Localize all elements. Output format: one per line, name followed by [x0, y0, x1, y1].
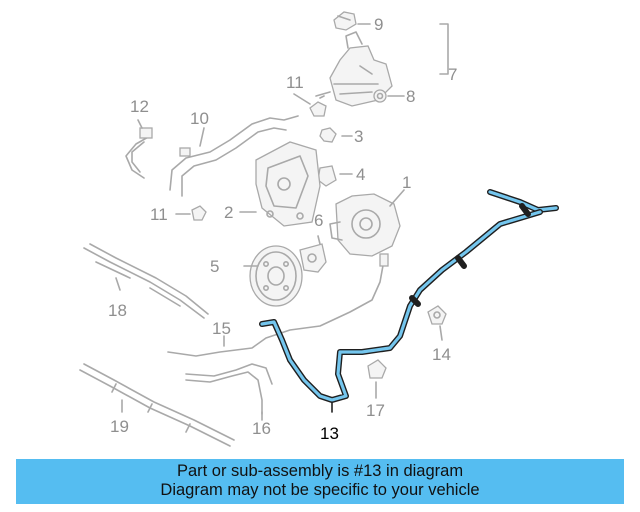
callout-16: 16: [252, 419, 271, 438]
banner-line-disclaimer: Diagram may not be specific to your vehi…: [160, 481, 480, 499]
bushing-part-4: [317, 165, 337, 187]
callout-3: 3: [354, 127, 363, 146]
leader-lines: [115, 23, 449, 421]
callout-19: 19: [110, 417, 129, 436]
callout-12: 12: [130, 97, 149, 116]
callout-10: 10: [190, 109, 209, 128]
pulley-part: [249, 245, 303, 307]
return-line-part-15: [167, 253, 389, 415]
callout-11-top: 11: [286, 73, 304, 92]
callout-8: 8: [406, 87, 415, 106]
callout-6: 6: [314, 211, 323, 230]
callout-7: 7: [448, 65, 457, 84]
clamp-part-11: [191, 205, 207, 221]
cooler-tube-part-19: [79, 363, 235, 447]
callout-14: 14: [432, 345, 451, 364]
bracket-part-17: [367, 359, 387, 379]
callout-4: 4: [356, 165, 365, 184]
pump-bracket-part: [255, 141, 321, 227]
callout-15: 15: [212, 319, 231, 338]
info-banner: Part or sub-assembly is #13 in diagram D…: [16, 459, 624, 504]
reservoir-cap-part: [333, 11, 357, 31]
callout-11-bottom: 11: [150, 205, 168, 224]
hose-part-12: [125, 127, 153, 179]
gasket-part-6: [299, 243, 327, 273]
callout-5: 5: [210, 257, 219, 276]
callout-18: 18: [108, 301, 127, 320]
banner-line-part-number: Part or sub-assembly is #13 in diagram: [176, 462, 464, 480]
callout-17: 17: [366, 401, 385, 420]
pressure-hose-part-13: [259, 189, 559, 403]
power-steering-pump-part: [329, 193, 401, 257]
parts-diagram: 9 7 8 11 3 4 1 2 6 5 12 10 11 18 15 19 1…: [79, 11, 559, 447]
callout-9: 9: [374, 15, 383, 34]
callout-1: 1: [402, 173, 411, 192]
cooler-tube-part-18: [83, 243, 209, 319]
nut-part-3: [319, 127, 337, 143]
bracket-part-14: [427, 305, 447, 325]
grommet-part-8: [373, 89, 387, 103]
hose-part-10: [169, 115, 299, 197]
seal-part-11-top: [309, 101, 327, 117]
callout-2: 2: [224, 203, 233, 222]
callout-13: 13: [320, 424, 339, 443]
